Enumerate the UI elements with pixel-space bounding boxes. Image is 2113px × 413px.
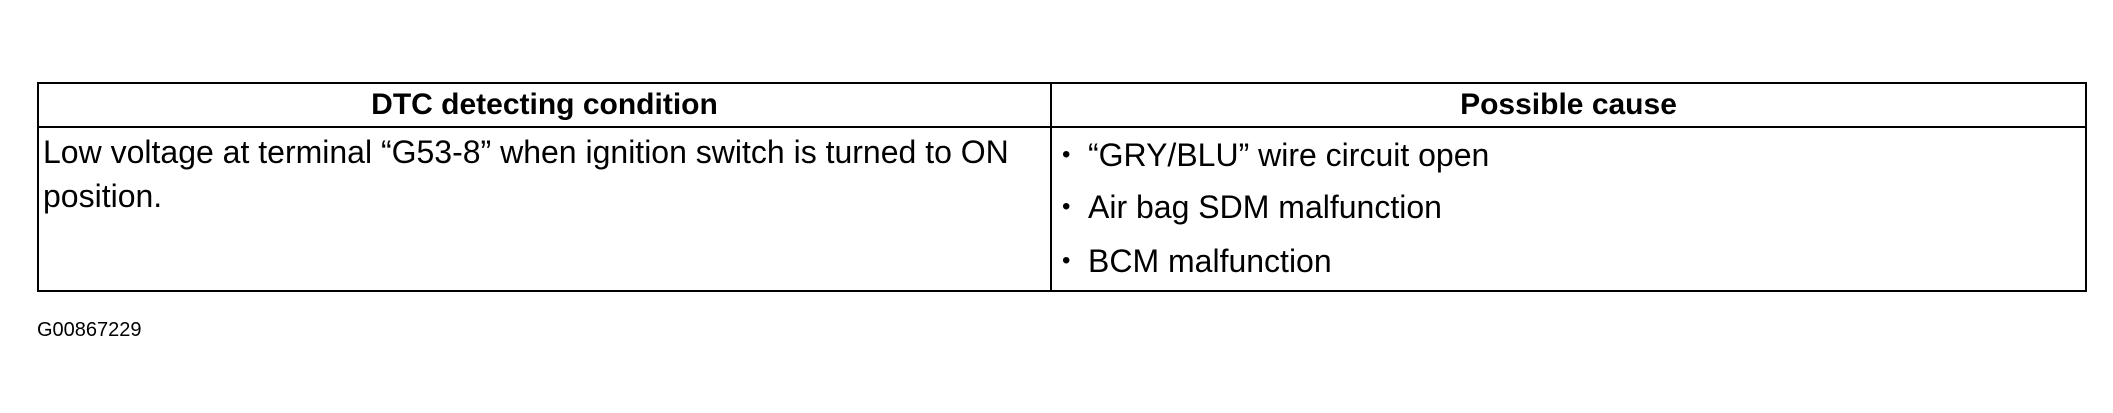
cause-text: Air bag SDM malfunction bbox=[1088, 188, 1442, 225]
figure-code: G00867229 bbox=[37, 319, 142, 341]
bullet-icon: • bbox=[1062, 193, 1071, 220]
cause-text: BCM malfunction bbox=[1088, 242, 1332, 279]
header-row: DTC detecting condition Possible cause bbox=[37, 82, 2087, 128]
table-row: Low voltage at terminal “G53-8” when ign… bbox=[37, 126, 2087, 292]
list-item: • Air bag SDM malfunction bbox=[1052, 180, 2085, 234]
causes-cell: • “GRY/BLU” wire circuit open • Air bag … bbox=[1050, 126, 2087, 292]
header-possible-cause: Possible cause bbox=[1050, 82, 2087, 128]
condition-cell: Low voltage at terminal “G53-8” when ign… bbox=[37, 126, 1052, 292]
cause-text: “GRY/BLU” wire circuit open bbox=[1088, 136, 1490, 173]
list-item: • BCM malfunction bbox=[1052, 234, 2085, 288]
bullet-icon: • bbox=[1062, 247, 1071, 274]
cause-list: • “GRY/BLU” wire circuit open • Air bag … bbox=[1052, 130, 2085, 288]
list-item: • “GRY/BLU” wire circuit open bbox=[1052, 130, 2085, 180]
header-dtc-detecting-condition: DTC detecting condition bbox=[37, 82, 1052, 128]
dtc-table: DTC detecting condition Possible cause L… bbox=[37, 82, 2087, 292]
bullet-icon: • bbox=[1062, 141, 1071, 168]
